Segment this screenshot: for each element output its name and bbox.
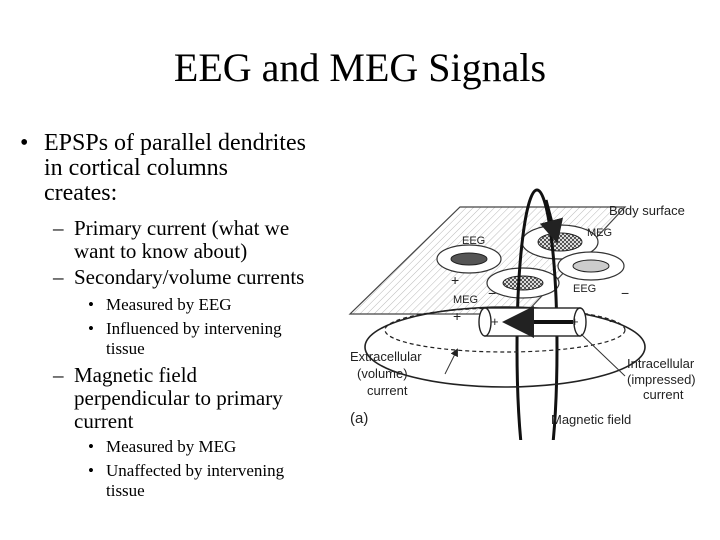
- eeg-label: EEG: [573, 283, 596, 295]
- eeg-sensor-inner: [572, 259, 610, 273]
- meg-sensor-inner: [502, 275, 544, 291]
- intracellular-pointer: [580, 333, 626, 377]
- panel-label: (a): [350, 410, 368, 427]
- plus-sign: +: [571, 314, 579, 329]
- sub-sub-bullet-text-line: Measured by EEG: [106, 295, 232, 314]
- eeg-label: EEG: [462, 235, 485, 247]
- sub-bullet-marker: –: [53, 216, 64, 240]
- magnetic-field-label: Magnetic field: [551, 412, 631, 427]
- magnetic-field-arrow: [539, 199, 564, 244]
- extracellular-label-line: current: [367, 383, 408, 398]
- meg-label: MEG: [587, 227, 612, 239]
- dipole-cylinder-end: [478, 307, 492, 337]
- sub-bullet-marker: –: [53, 265, 64, 289]
- plus-sign: +: [453, 308, 461, 324]
- sub-bullet-text-line: current: [74, 409, 134, 433]
- magnetic-field-loop: [515, 188, 559, 440]
- sub-sub-bullet-text-line: tissue: [106, 339, 145, 358]
- sub-sub-bullet-text-line: tissue: [106, 481, 145, 500]
- eeg-meg-diagram: Body surface EEG MEG EEG MEG + + − − + −…: [348, 188, 696, 440]
- meg-sensor-inner: [537, 232, 583, 252]
- sub-bullet-text-line: perpendicular to primary: [74, 386, 283, 410]
- slide-title: EEG and MEG Signals: [173, 45, 547, 90]
- sub-bullet-text-line: Magnetic field: [74, 363, 198, 387]
- sub-sub-bullet-marker: •: [88, 437, 94, 456]
- sub-sub-bullet-marker: •: [88, 461, 94, 480]
- bullet-marker: •: [20, 130, 29, 156]
- sub-sub-bullet-text-line: Measured by MEG: [106, 437, 237, 456]
- sub-sub-bullet-text-line: Unaffected by intervening: [106, 461, 285, 480]
- intracellular-label-line: Intracellular: [627, 356, 695, 371]
- body-surface-label: Body surface: [609, 203, 685, 218]
- sub-bullet-text-line: Primary current (what we: [74, 216, 290, 240]
- bullet-text-line: creates:: [44, 180, 118, 206]
- bullet-text-line: in cortical columns: [44, 155, 228, 181]
- sub-bullet-marker: –: [53, 363, 64, 387]
- bullet-text-line: EPSPs of parallel dendrites: [44, 130, 306, 156]
- sub-sub-bullet-marker: •: [88, 295, 94, 314]
- sub-sub-bullet-text-line: Influenced by intervening: [106, 319, 282, 338]
- intracellular-label-line: (impressed): [627, 372, 696, 387]
- plus-sign: +: [451, 272, 459, 288]
- sub-bullet-text-line: Secondary/volume currents: [74, 265, 305, 289]
- sub-bullet-text-line: want to know about): [74, 239, 248, 263]
- plus-sign: +: [491, 314, 499, 329]
- volume-current-loop: [384, 307, 626, 353]
- minus-sign: −: [621, 285, 629, 301]
- meg-label: MEG: [453, 294, 478, 306]
- extracellular-pointer: [444, 348, 458, 375]
- sub-sub-bullet-marker: •: [88, 319, 94, 338]
- extracellular-label-line: (volume): [357, 366, 408, 381]
- minus-sign: −: [609, 314, 617, 329]
- dipole-cylinder-end: [573, 307, 587, 337]
- extracellular-label-line: Extracellular: [350, 349, 422, 364]
- minus-sign: −: [488, 285, 496, 301]
- minus-sign: −: [517, 314, 525, 329]
- eeg-sensor-inner: [450, 252, 488, 266]
- intracellular-label-line: current: [643, 387, 684, 402]
